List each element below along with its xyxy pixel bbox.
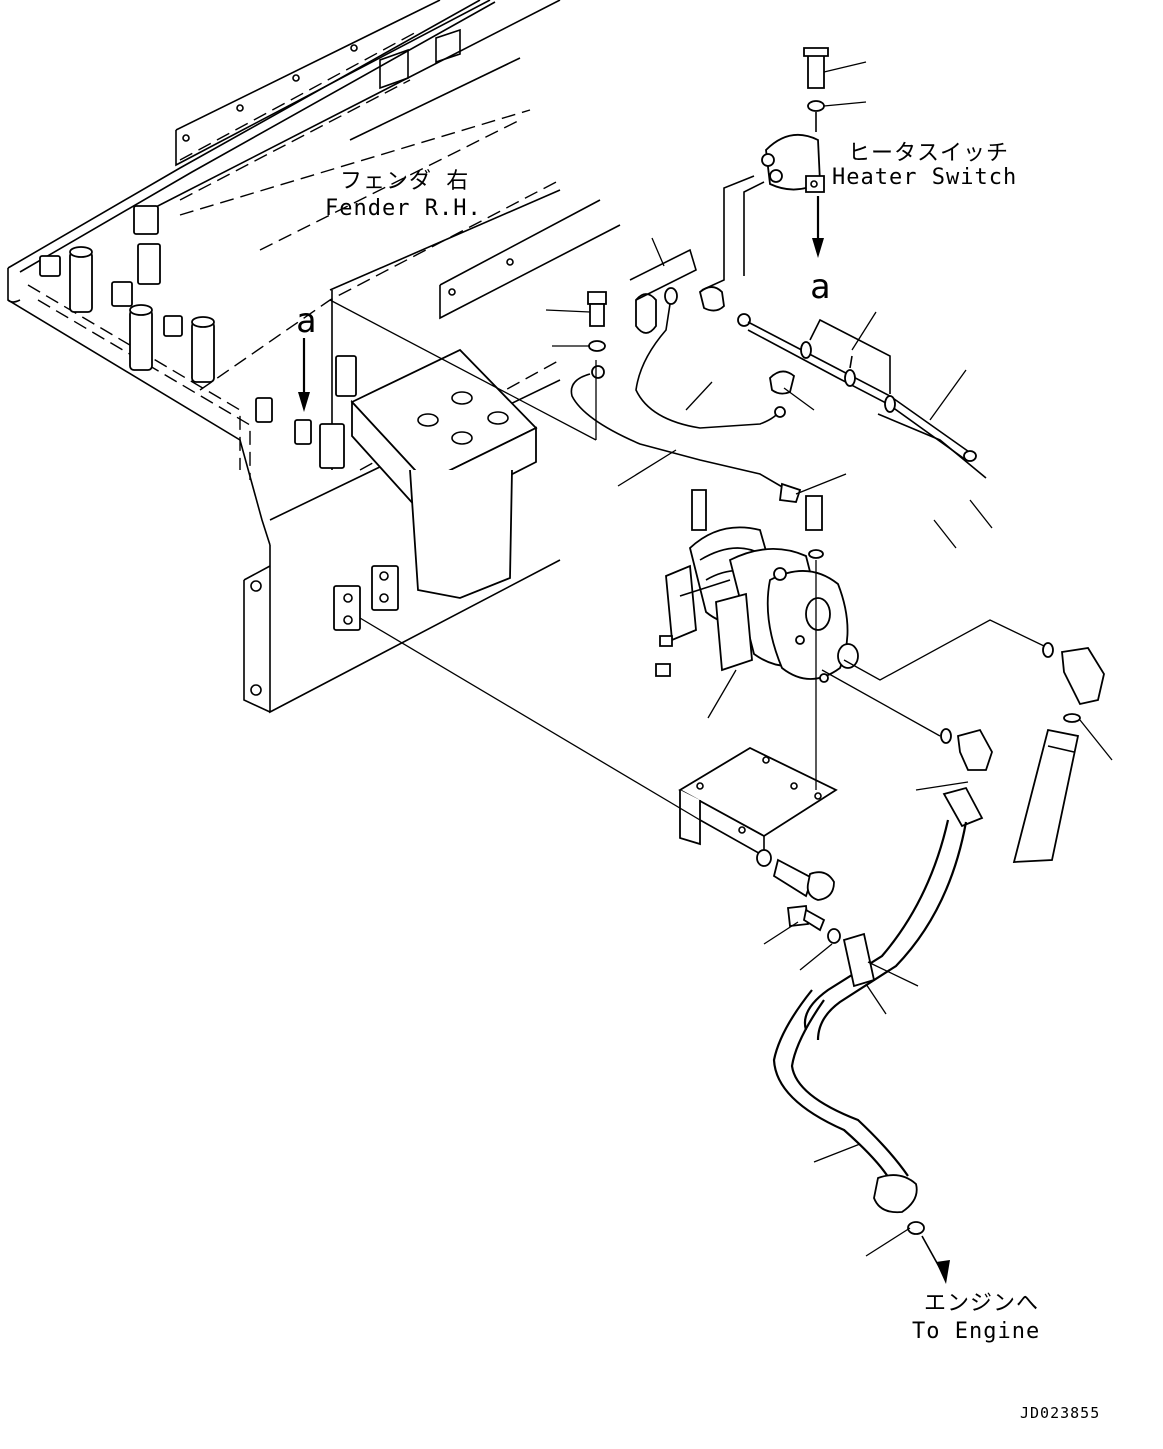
switch-wiring [629,175,796,429]
ground-cable [570,365,802,503]
heater-switch-label-en: Heater Switch [832,165,1017,190]
pedestal-block [350,348,538,599]
fender-frame [7,0,621,714]
fender-label-en: Fender R.H. [325,196,482,221]
main-hose [772,786,984,1284]
hose-short [1012,713,1081,863]
bolt-upper-left [587,291,607,352]
guide-lines [329,299,1045,821]
bracket-bolt [756,849,835,901]
heater-switch-label-jp: ヒータスイッチ [848,141,1009,166]
fender-label-jp: フェンダ 右 [340,169,469,194]
to-engine-label-jp: エンジンへ [924,1291,1039,1316]
clamp-bolt [787,905,841,944]
elbow-fitting-lower [940,728,993,771]
to-engine-label-en: To Engine [912,1319,1040,1344]
wire-harness [737,313,987,479]
elbow-fitting-upper [1042,642,1105,706]
view-a-label-left: a [296,301,316,341]
mount-bracket [678,746,838,858]
leader-lines [545,61,1113,1257]
view-arrow-left [298,338,310,412]
fender-studs [39,205,399,631]
drawing-id: JD023855 [1020,1404,1100,1422]
view-a-label-right: a [810,267,830,307]
pump-assembly [655,489,859,683]
heater-switch [761,47,829,258]
